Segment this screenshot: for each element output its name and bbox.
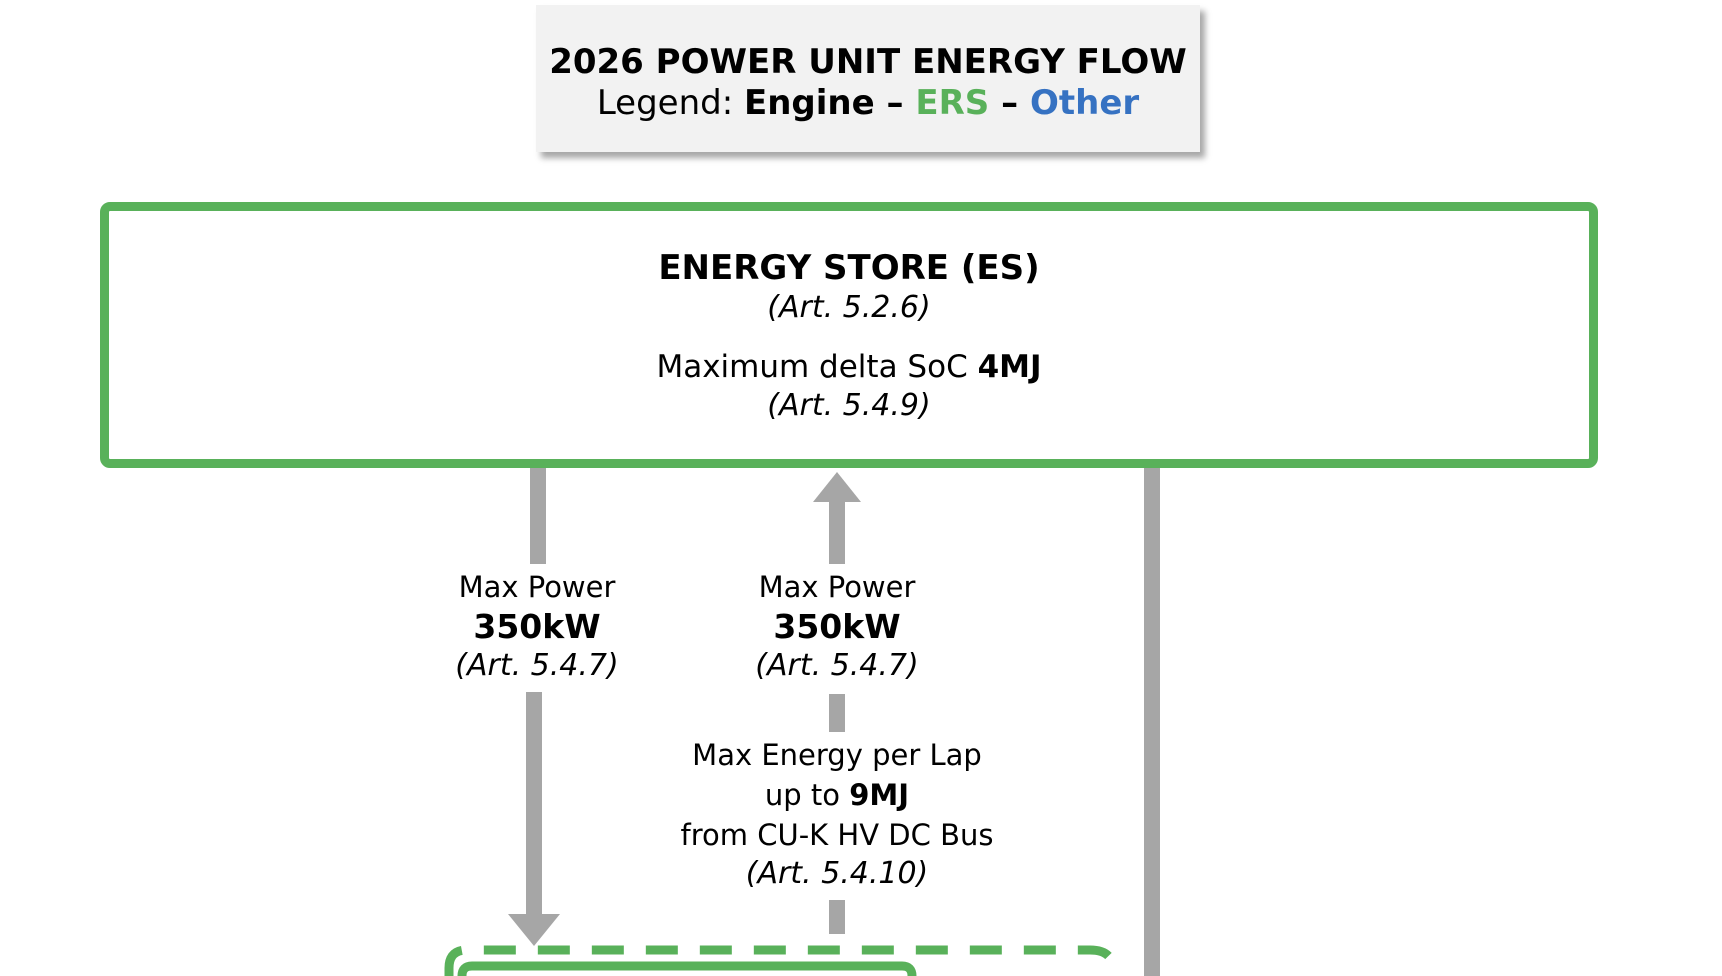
left-arrow-head	[508, 914, 560, 946]
soc-art: (Art. 5.4.9)	[767, 388, 931, 423]
right-connector-line	[1144, 468, 1160, 976]
energy-line-2: up to 9MJ	[637, 775, 1037, 815]
center-energy-label: Max Energy per Lap up to 9MJ from CU-K H…	[637, 735, 1037, 893]
energy-store-box: ENERGY STORE (ES) (Art. 5.2.6) Maximum d…	[100, 202, 1598, 468]
energy-line-3: from CU-K HV DC Bus	[680, 818, 994, 852]
energy-line-2-prefix: up to	[764, 778, 850, 812]
left-flow-value: 350kW	[473, 607, 601, 646]
energy-store-title: ENERGY STORE (ES)	[658, 248, 1040, 288]
left-arrow-shaft-bottom	[526, 692, 542, 914]
left-flow-art: (Art. 5.4.7)	[455, 648, 619, 683]
center-arrow-shaft-bottom	[829, 900, 845, 934]
left-arrow-shaft-top	[530, 468, 546, 564]
legend-box: 2026 POWER UNIT ENERGY FLOW Legend: Engi…	[536, 5, 1200, 152]
left-flow-label: Max Power 350kW (Art. 5.4.7)	[430, 567, 644, 685]
center-flow-art: (Art. 5.4.7)	[755, 648, 919, 683]
center-flow-title: Max Power	[758, 570, 916, 604]
left-flow-title: Max Power	[458, 570, 616, 604]
legend-ers: ERS	[915, 83, 990, 123]
legend-dash-1: –	[874, 83, 916, 123]
energy-art: (Art. 5.4.10)	[745, 856, 929, 891]
center-arrow-shaft-mid	[829, 694, 845, 732]
diagram-title: 2026 POWER UNIT ENERGY FLOW	[549, 42, 1187, 82]
legend-line: Legend: Engine – ERS – Other	[536, 83, 1200, 123]
legend-prefix: Legend:	[596, 83, 744, 123]
ers-inner-box-edge	[457, 961, 917, 976]
center-arrow-head	[813, 472, 861, 502]
energy-line-1: Max Energy per Lap	[692, 738, 982, 772]
energy-store-art: (Art. 5.2.6)	[767, 290, 931, 325]
energy-store-soc: Maximum delta SoC 4MJ	[109, 347, 1589, 387]
center-flow-value: 350kW	[773, 607, 901, 646]
ers-dashed-boundary	[444, 945, 1117, 976]
center-arrow-shaft-top	[829, 502, 845, 564]
soc-value: 4MJ	[977, 349, 1042, 385]
legend-engine: Engine	[743, 83, 875, 123]
energy-line-2-value: 9MJ	[849, 778, 910, 812]
center-flow-label: Max Power 350kW (Art. 5.4.7)	[730, 567, 944, 685]
soc-text: Maximum delta SoC	[656, 349, 978, 385]
legend-other: Other	[1029, 83, 1140, 123]
legend-dash-2: –	[989, 83, 1030, 123]
